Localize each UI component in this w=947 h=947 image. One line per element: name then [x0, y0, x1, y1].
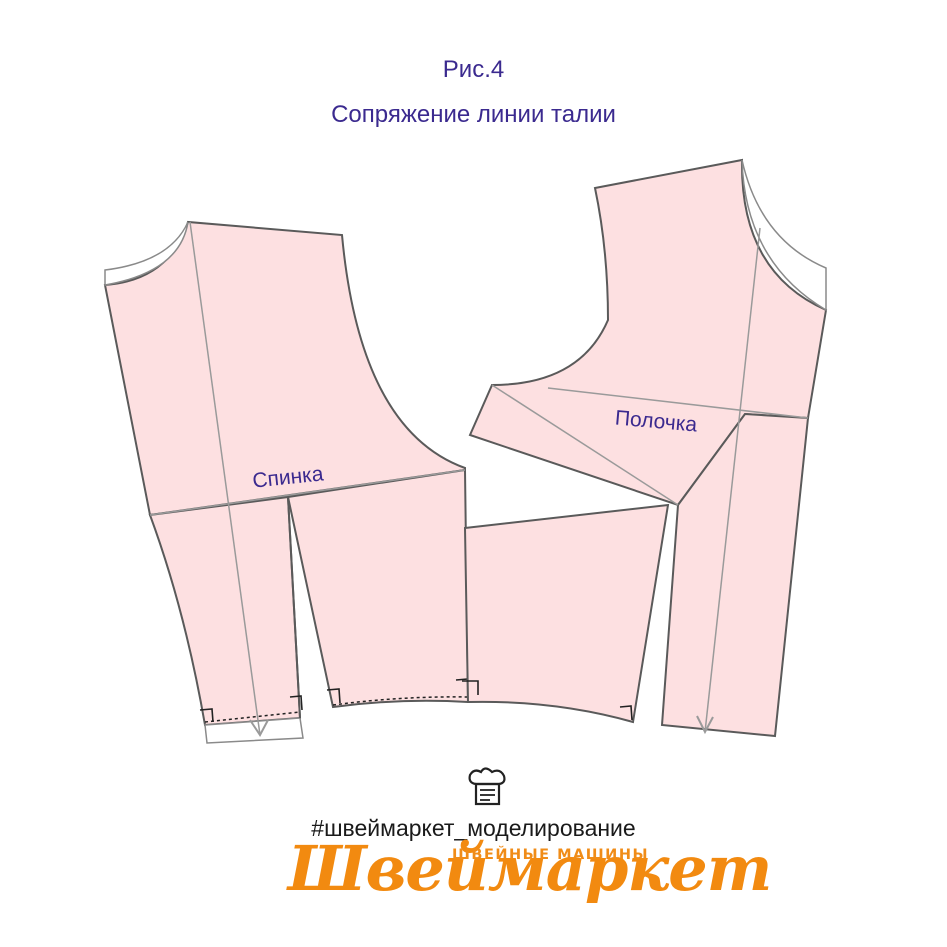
back-right-lower-panel	[286, 468, 470, 709]
front-dart-upper-leg	[491, 384, 679, 506]
brand-logo: Швеймаркет	[288, 832, 772, 905]
front-armhole-allowance	[741, 159, 827, 312]
figure-subtitle: Сопряжение линии талии	[331, 101, 616, 128]
chef-hat-note-icon	[468, 767, 506, 806]
back-grain-arrow	[249, 719, 269, 737]
front-center-guide	[704, 227, 761, 733]
back-waist-dotted-right	[332, 696, 469, 706]
back-left-lower-panel	[148, 495, 302, 727]
back-neck-allowance	[104, 221, 189, 286]
back-center-guide	[189, 221, 261, 736]
front-upper-panel	[468, 158, 828, 507]
right-angle-mark	[462, 680, 479, 695]
right-angle-mark	[199, 708, 214, 723]
front-lower-side-panel	[463, 503, 670, 724]
hashtag-text: #швеймаркет_моделирование	[311, 815, 636, 841]
figure-title: Рис.4	[442, 56, 505, 83]
back-waist-dotted-left	[204, 711, 301, 723]
back-chest-guide	[149, 469, 466, 516]
brand-tagline: ШВЕЙНЫЕ МАШИНЫ	[452, 847, 649, 863]
back-dart-left-leg	[287, 496, 301, 719]
back-piece	[103, 220, 470, 744]
right-angle-mark	[326, 688, 341, 704]
right-angle-mark	[289, 695, 303, 711]
front-piece	[462, 158, 828, 738]
front-grain-arrow	[696, 715, 714, 735]
front-bust-guide	[547, 387, 809, 419]
right-angle-mark	[619, 705, 633, 721]
